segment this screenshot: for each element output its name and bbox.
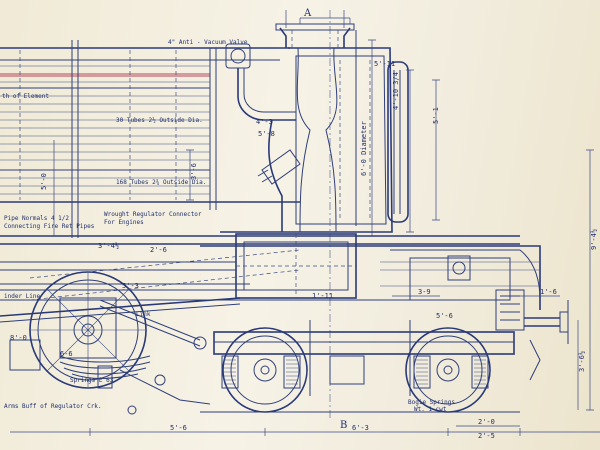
- dim-6-0-diameter: 6'-0 Diameter: [360, 121, 368, 176]
- note-tubes-small: 30 Tubes 2½ Outside Dia.: [116, 117, 203, 124]
- note-pipe-1: Pipe Normals 4 1/2: [4, 215, 69, 222]
- dim-1-6: 1'-6: [540, 288, 557, 296]
- note-bogie-springs-2: Wt. 1 cwt: [414, 406, 447, 413]
- dim-2-0: 2'-0: [478, 418, 495, 426]
- driving-wheels: [29, 271, 147, 389]
- boiler-barrel: [0, 40, 300, 238]
- note-cylinder: inder Line: [4, 293, 41, 300]
- dim-9-4: 9'-4½: [590, 229, 598, 250]
- section-label-a: A: [303, 8, 312, 19]
- dim-5-1: 5'-1: [432, 107, 440, 124]
- dim-2-5: 2'-5: [478, 432, 495, 440]
- buffer: [524, 300, 569, 381]
- dim-3-6: 3'-6: [190, 163, 198, 180]
- dim-5-3: 5'-3: [122, 282, 139, 290]
- note-bogie-springs-1: Bogie Springs: [408, 399, 455, 406]
- dim-5-6: 5'-6: [170, 424, 187, 432]
- chimney: [275, 23, 355, 233]
- dim-8-0: 8'-0: [10, 334, 27, 342]
- note-regulator-2: For Engines: [104, 219, 144, 226]
- dim-4-10: 4'-10 3/4: [392, 72, 400, 110]
- cylinder-block: [0, 233, 357, 301]
- note-anti-vacuum-valve: 4" Anti - Vacuum Valve: [168, 39, 248, 46]
- note-link: Link: [136, 311, 151, 318]
- dim-5-0: 5'-0: [40, 173, 48, 190]
- dim-3-4: 3'-4½: [98, 242, 119, 250]
- dim-5-11: 5'-11: [374, 60, 395, 68]
- steam-pipes: [225, 43, 301, 232]
- smokebox: [220, 10, 409, 420]
- dim-6-6: 6-6: [60, 350, 73, 358]
- dim-2-6: 2'-6: [150, 246, 167, 254]
- note-springs: Springs E 63: [70, 377, 114, 384]
- note-radius-rods: Arms Buff of Regulator Crk.: [4, 403, 102, 410]
- note-regulator-1: Wrought Regulator Connector: [104, 211, 202, 218]
- dim-3-9: 3-9: [418, 288, 431, 296]
- dim-5-8: 5'-8: [258, 130, 275, 138]
- dim-3-6b: 3'-6½: [578, 351, 586, 372]
- dim-5-6b: 5'-6: [436, 312, 453, 320]
- dim-6-3: 6'-3: [352, 424, 369, 432]
- valve-gear: [0, 297, 241, 415]
- note-pipe-2: Connecting Fire Ret Pipes: [4, 223, 95, 230]
- dimension-lines: [10, 10, 600, 436]
- note-element-length: th of Element: [2, 93, 49, 100]
- bogie: [200, 320, 520, 413]
- dim-4-3: 4'-3: [256, 118, 273, 126]
- section-label-b: B: [340, 420, 347, 431]
- dim-1-11: 1'-11: [312, 292, 333, 300]
- note-tubes-large: 168 Tubes 2¾ Outside Dia.: [116, 179, 206, 186]
